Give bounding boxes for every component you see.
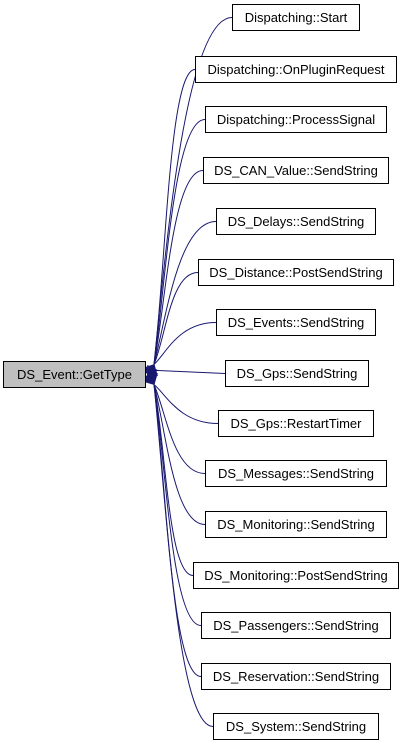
- call-edge: [147, 372, 194, 576]
- node-label: Dispatching::Start: [244, 10, 348, 25]
- node-ds-monitoring-sendstring[interactable]: DS_Monitoring::SendString: [205, 511, 387, 538]
- node-ds-messages-sendstring[interactable]: DS_Messages::SendString: [205, 460, 387, 487]
- node-dispatching-start[interactable]: Dispatching::Start: [232, 4, 360, 31]
- call-edge: [146, 372, 206, 525]
- node-label: DS_Messages::SendString: [217, 466, 375, 481]
- node-dispatching-onpluginrequest[interactable]: Dispatching::OnPluginRequest: [195, 56, 397, 83]
- node-dispatching-processsignal[interactable]: Dispatching::ProcessSignal: [205, 106, 387, 133]
- node-ds-can-value-sendstring[interactable]: DS_CAN_Value::SendString: [203, 157, 389, 184]
- node-ds-monitoring-postsendstring[interactable]: DS_Monitoring::PostSendString: [193, 562, 399, 589]
- node-label: DS_Monitoring::PostSendString: [204, 568, 388, 583]
- node-label: DS_Passengers::SendString: [213, 618, 379, 633]
- node-label: DS_Delays::SendString: [227, 214, 365, 229]
- call-edge: [147, 69, 196, 377]
- node-ds-reservation-sendstring[interactable]: DS_Reservation::SendString: [201, 663, 391, 690]
- node-label: DS_Monitoring::SendString: [217, 517, 375, 532]
- node-label: DS_CAN_Value::SendString: [214, 163, 378, 178]
- node-label: Dispatching::OnPluginRequest: [207, 62, 385, 77]
- call-edge: [147, 119, 206, 377]
- node-ds-distance-postsendstring[interactable]: DS_Distance::PostSendString: [198, 259, 394, 286]
- call-edge: [147, 372, 202, 626]
- call-edge: [147, 372, 202, 677]
- node-label: DS_System::SendString: [225, 719, 367, 734]
- call-edge: [145, 272, 199, 377]
- call-edge: [146, 365, 226, 376]
- node-label: DS_Distance::PostSendString: [209, 265, 383, 280]
- node-ds-system-sendstring[interactable]: DS_System::SendString: [213, 713, 379, 740]
- node-label: DS_Events::SendString: [227, 315, 365, 330]
- node-label: DS_Gps::RestartTimer: [230, 416, 362, 431]
- call-edge: [144, 372, 206, 474]
- call-edge: [146, 221, 217, 377]
- node-label: Dispatching::ProcessSignal: [216, 112, 376, 127]
- node-ds-events-sendstring[interactable]: DS_Events::SendString: [216, 309, 376, 336]
- node-label: DS_Reservation::SendString: [212, 669, 380, 684]
- node-label: DS_Gps::SendString: [236, 366, 358, 381]
- node-ds-delays-sendstring[interactable]: DS_Delays::SendString: [216, 208, 376, 235]
- call-edge: [147, 170, 204, 377]
- call-edge: [147, 373, 214, 727]
- node-ds-event-gettype[interactable]: DS_Event::GetType: [3, 361, 146, 388]
- node-label: DS_Event::GetType: [17, 367, 132, 382]
- call-edge: [142, 322, 217, 376]
- node-ds-gps-restarttimer[interactable]: DS_Gps::RestartTimer: [218, 410, 374, 437]
- node-ds-passengers-sendstring[interactable]: DS_Passengers::SendString: [201, 612, 391, 639]
- call-edge: [142, 373, 219, 424]
- node-ds-gps-sendstring[interactable]: DS_Gps::SendString: [225, 360, 369, 387]
